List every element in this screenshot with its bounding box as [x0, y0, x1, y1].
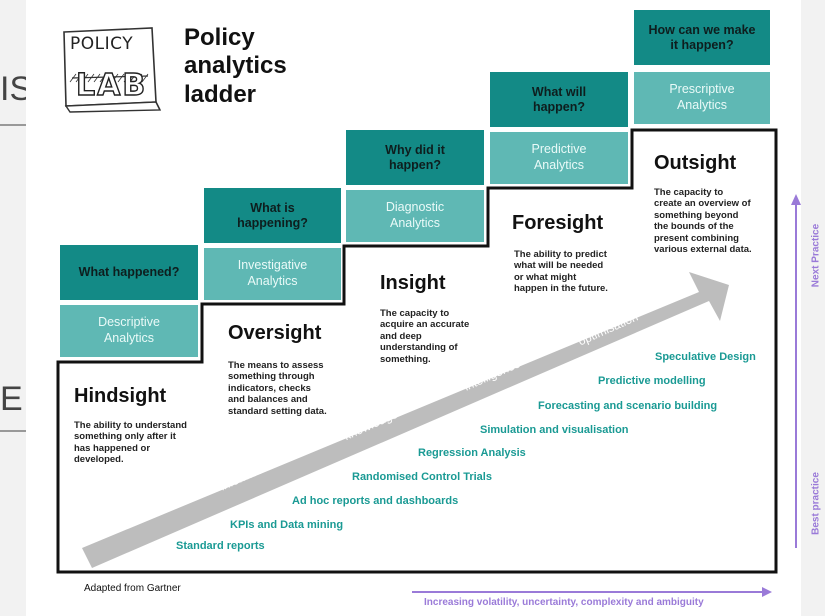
title-line-3: ladder: [184, 80, 257, 108]
stage-description-foresight: The ability to predict what will be need…: [514, 249, 608, 295]
question-box-why-did-it-happen: Why did it happen?: [346, 130, 484, 185]
method-simulation: Simulation and visualisation: [480, 424, 629, 436]
question-box-what-will-happen: What will happen?: [490, 72, 628, 127]
analytics-box-investigative: Investigative Analytics: [204, 248, 341, 300]
method-predictive-modelling: Predictive modelling: [598, 375, 706, 387]
analytics-box-predictive: Predictive Analytics: [490, 132, 628, 184]
side-label-best-practice: Best practice: [810, 472, 822, 535]
analytics-box-descriptive: Descriptive Analytics: [60, 305, 198, 357]
stage-description-oversight: The means to assess something through in…: [228, 360, 327, 417]
stage-description-outsight: The capacity to create an overview of so…: [654, 187, 752, 255]
background-text-fragment-middle: E: [0, 380, 23, 418]
stage-description-insight: The capacity to acquire an accurate and …: [380, 308, 470, 365]
title-line-1: Policy: [184, 24, 255, 51]
method-speculative-design: Speculative Design: [655, 351, 756, 363]
source-credit: Adapted from Gartner: [84, 583, 181, 594]
y-axis-arrow-head: [791, 194, 801, 205]
question-box-how-can-we-make-it-happen: How can we make it happen?: [634, 10, 770, 65]
method-regression: Regression Analysis: [418, 447, 526, 459]
method-forecasting: Forecasting and scenario building: [538, 400, 718, 412]
policy-lab-logo: POLICY LAB: [56, 22, 164, 114]
stage-title-foresight: Foresight: [512, 212, 604, 234]
policy-lab-logo-graphic: [63, 27, 162, 113]
title: Policy analytics ladder: [184, 24, 287, 109]
growth-arrow: [82, 272, 729, 568]
method-rct: Randomised Control Trials: [352, 471, 492, 483]
question-box-what-is-happening: What is happening?: [204, 188, 341, 243]
x-axis-arrow-head: [762, 587, 772, 597]
method-kpis: KPIs and Data mining: [230, 519, 344, 531]
stage-description-hindsight: The ability to understand something only…: [74, 420, 187, 466]
side-label-next-practice: Next Practice: [810, 223, 822, 288]
logo-text-lab: LAB: [75, 67, 148, 103]
stage-title-outsight: Outsight: [654, 152, 737, 174]
analytics-box-diagnostic: Diagnostic Analytics: [346, 190, 484, 242]
method-adhoc-reports: Ad hoc reports and dashboards: [292, 495, 459, 507]
staircase-outline: [56, 128, 778, 574]
logo-text-policy: POLICY: [70, 34, 134, 54]
x-axis-label: Increasing volatility, uncertainty, comp…: [424, 597, 704, 608]
title-line-2: analytics: [184, 52, 287, 80]
stage-title-oversight: Oversight: [228, 322, 322, 344]
analytics-box-prescriptive: Prescriptive Analytics: [634, 72, 770, 124]
question-box-what-happened: What happened?: [60, 245, 198, 300]
stage-title-insight: Insight: [380, 272, 446, 294]
method-standard-reports: Standard reports: [176, 540, 265, 552]
stage-title-hindsight: Hindsight: [74, 385, 167, 407]
